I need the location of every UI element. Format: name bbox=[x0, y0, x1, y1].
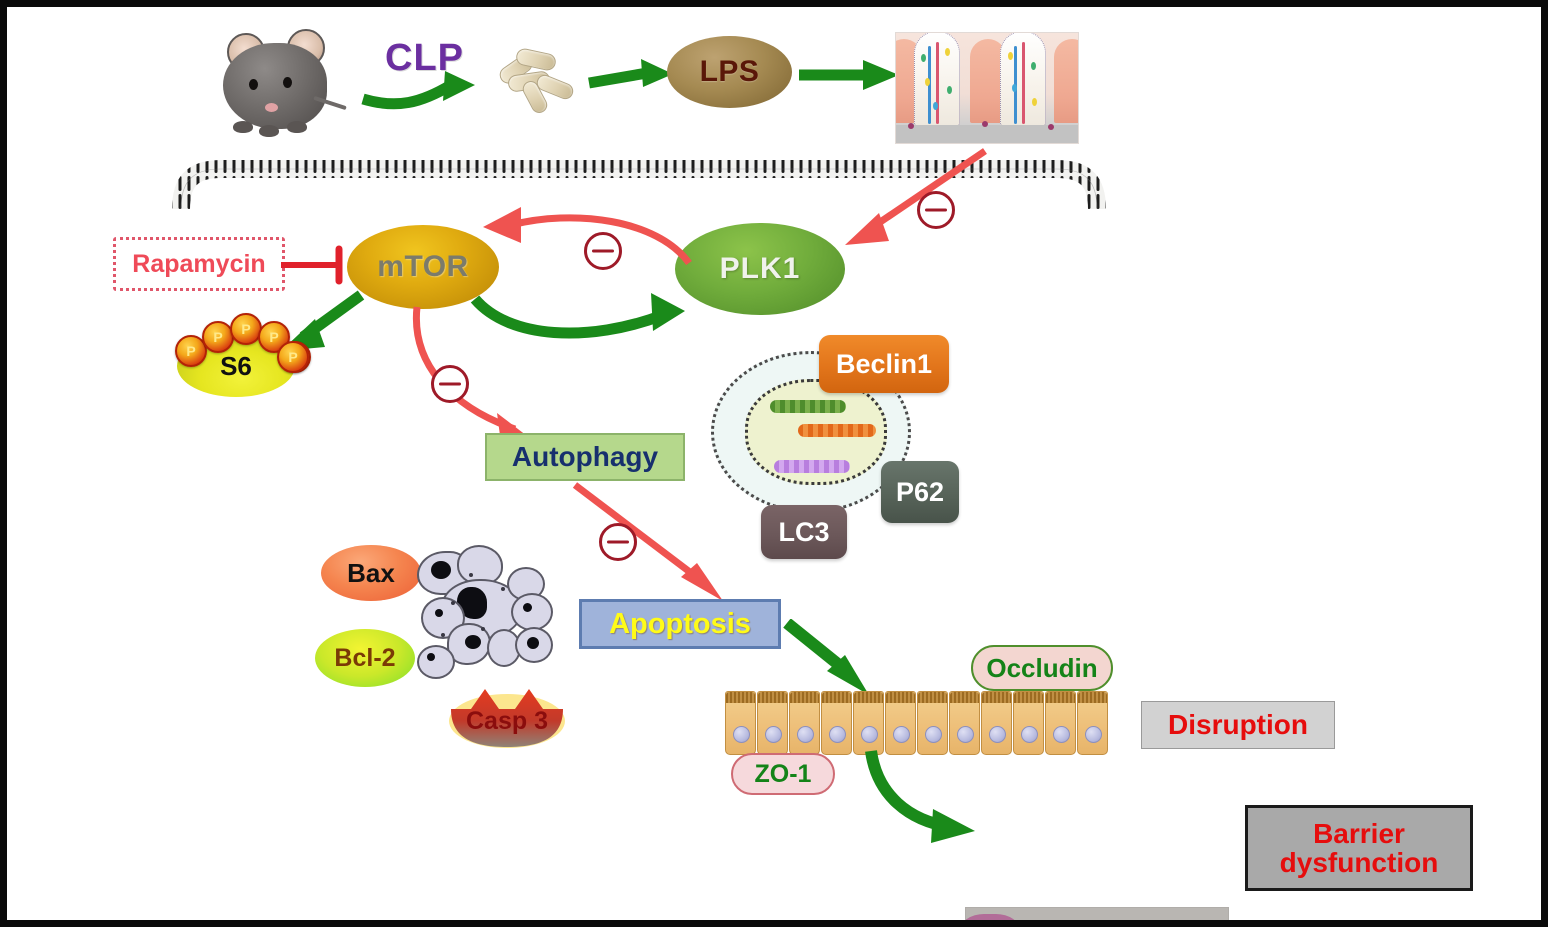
phospho-icon: P bbox=[175, 335, 207, 367]
he-stained-histology-image bbox=[965, 907, 1229, 920]
lps-node[interactable]: LPS bbox=[667, 36, 792, 108]
apoptosis-box[interactable]: Apoptosis bbox=[579, 599, 781, 649]
autophagosome-illustration bbox=[711, 351, 911, 513]
arrow-autophagy-inhibits-apoptosis bbox=[572, 482, 723, 601]
epithelial-cell bbox=[949, 691, 980, 755]
phospho-icon: P bbox=[277, 341, 309, 373]
mtor-node[interactable]: mTOR bbox=[347, 225, 499, 309]
arrow-rapamycin-inhibits-mtor bbox=[281, 245, 343, 285]
epithelial-cell bbox=[981, 691, 1012, 755]
epithelial-cell bbox=[757, 691, 788, 755]
cell-membrane-band bbox=[172, 160, 1106, 210]
casp3-node[interactable]: Casp 3 bbox=[447, 687, 567, 749]
arrow-bacteria-to-lps bbox=[588, 59, 673, 89]
disruption-box[interactable]: Disruption bbox=[1141, 701, 1335, 749]
clp-label: CLP bbox=[385, 37, 464, 79]
s6-complex: S6 P P P P P P P bbox=[159, 307, 311, 399]
arrow-sepsis-inhibits-plk1 bbox=[845, 148, 987, 245]
occludin-pill[interactable]: Occludin bbox=[971, 645, 1113, 691]
bacteria-illustration bbox=[492, 47, 582, 116]
epithelial-cell bbox=[725, 691, 756, 755]
epithelial-cell bbox=[917, 691, 948, 755]
epithelial-cell bbox=[1013, 691, 1044, 755]
plk1-node[interactable]: PLK1 bbox=[675, 223, 845, 315]
epithelial-cell bbox=[1077, 691, 1108, 755]
autophagy-box[interactable]: Autophagy bbox=[485, 433, 685, 481]
arrow-mouse-to-bacteria bbox=[361, 71, 475, 110]
phospho-icon: P bbox=[230, 313, 262, 345]
barrier-line-1: Barrier bbox=[1313, 817, 1405, 849]
arrow-lps-to-villi bbox=[799, 60, 899, 90]
epithelial-cell bbox=[1045, 691, 1076, 755]
bax-node[interactable]: Bax bbox=[321, 545, 421, 601]
minus-symbol-sepsis-plk1 bbox=[917, 191, 955, 229]
minus-symbol-autophagy-apoptosis bbox=[599, 523, 637, 561]
arrow-mtor-inhibits-autophagy bbox=[412, 306, 531, 443]
epithelial-cell bbox=[853, 691, 884, 755]
p62-box[interactable]: P62 bbox=[881, 461, 959, 523]
minus-symbol-plk1-mtor bbox=[584, 232, 622, 270]
epithelial-cell bbox=[885, 691, 916, 755]
epithelial-cell bbox=[821, 691, 852, 755]
epithelial-cell bbox=[789, 691, 820, 755]
beclin1-box[interactable]: Beclin1 bbox=[819, 335, 949, 393]
rapamycin-box[interactable]: Rapamycin bbox=[113, 237, 285, 291]
arrow-plk1-inhibits-mtor bbox=[483, 207, 692, 266]
casp3-label: Casp 3 bbox=[466, 707, 548, 735]
arrow-epithelium-to-histology bbox=[865, 750, 975, 843]
barrier-dysfunction-box[interactable]: Barrier dysfunction bbox=[1245, 805, 1473, 891]
arrow-mtor-activates-plk1 bbox=[470, 293, 685, 339]
barrier-line-2: dysfunction bbox=[1279, 847, 1439, 878]
mouse-illustration bbox=[215, 29, 347, 139]
apoptotic-cell-illustration bbox=[411, 541, 561, 691]
bcl2-node[interactable]: Bcl-2 bbox=[315, 629, 415, 687]
arrow-apoptosis-to-epithelium bbox=[783, 619, 869, 695]
intestinal-epithelium-illustration bbox=[725, 691, 1109, 755]
minus-symbol-mtor-autophagy bbox=[431, 365, 469, 403]
zo1-pill[interactable]: ZO-1 bbox=[731, 753, 835, 795]
intestinal-villi-illustration bbox=[895, 32, 1079, 144]
lc3-box[interactable]: LC3 bbox=[761, 505, 847, 559]
